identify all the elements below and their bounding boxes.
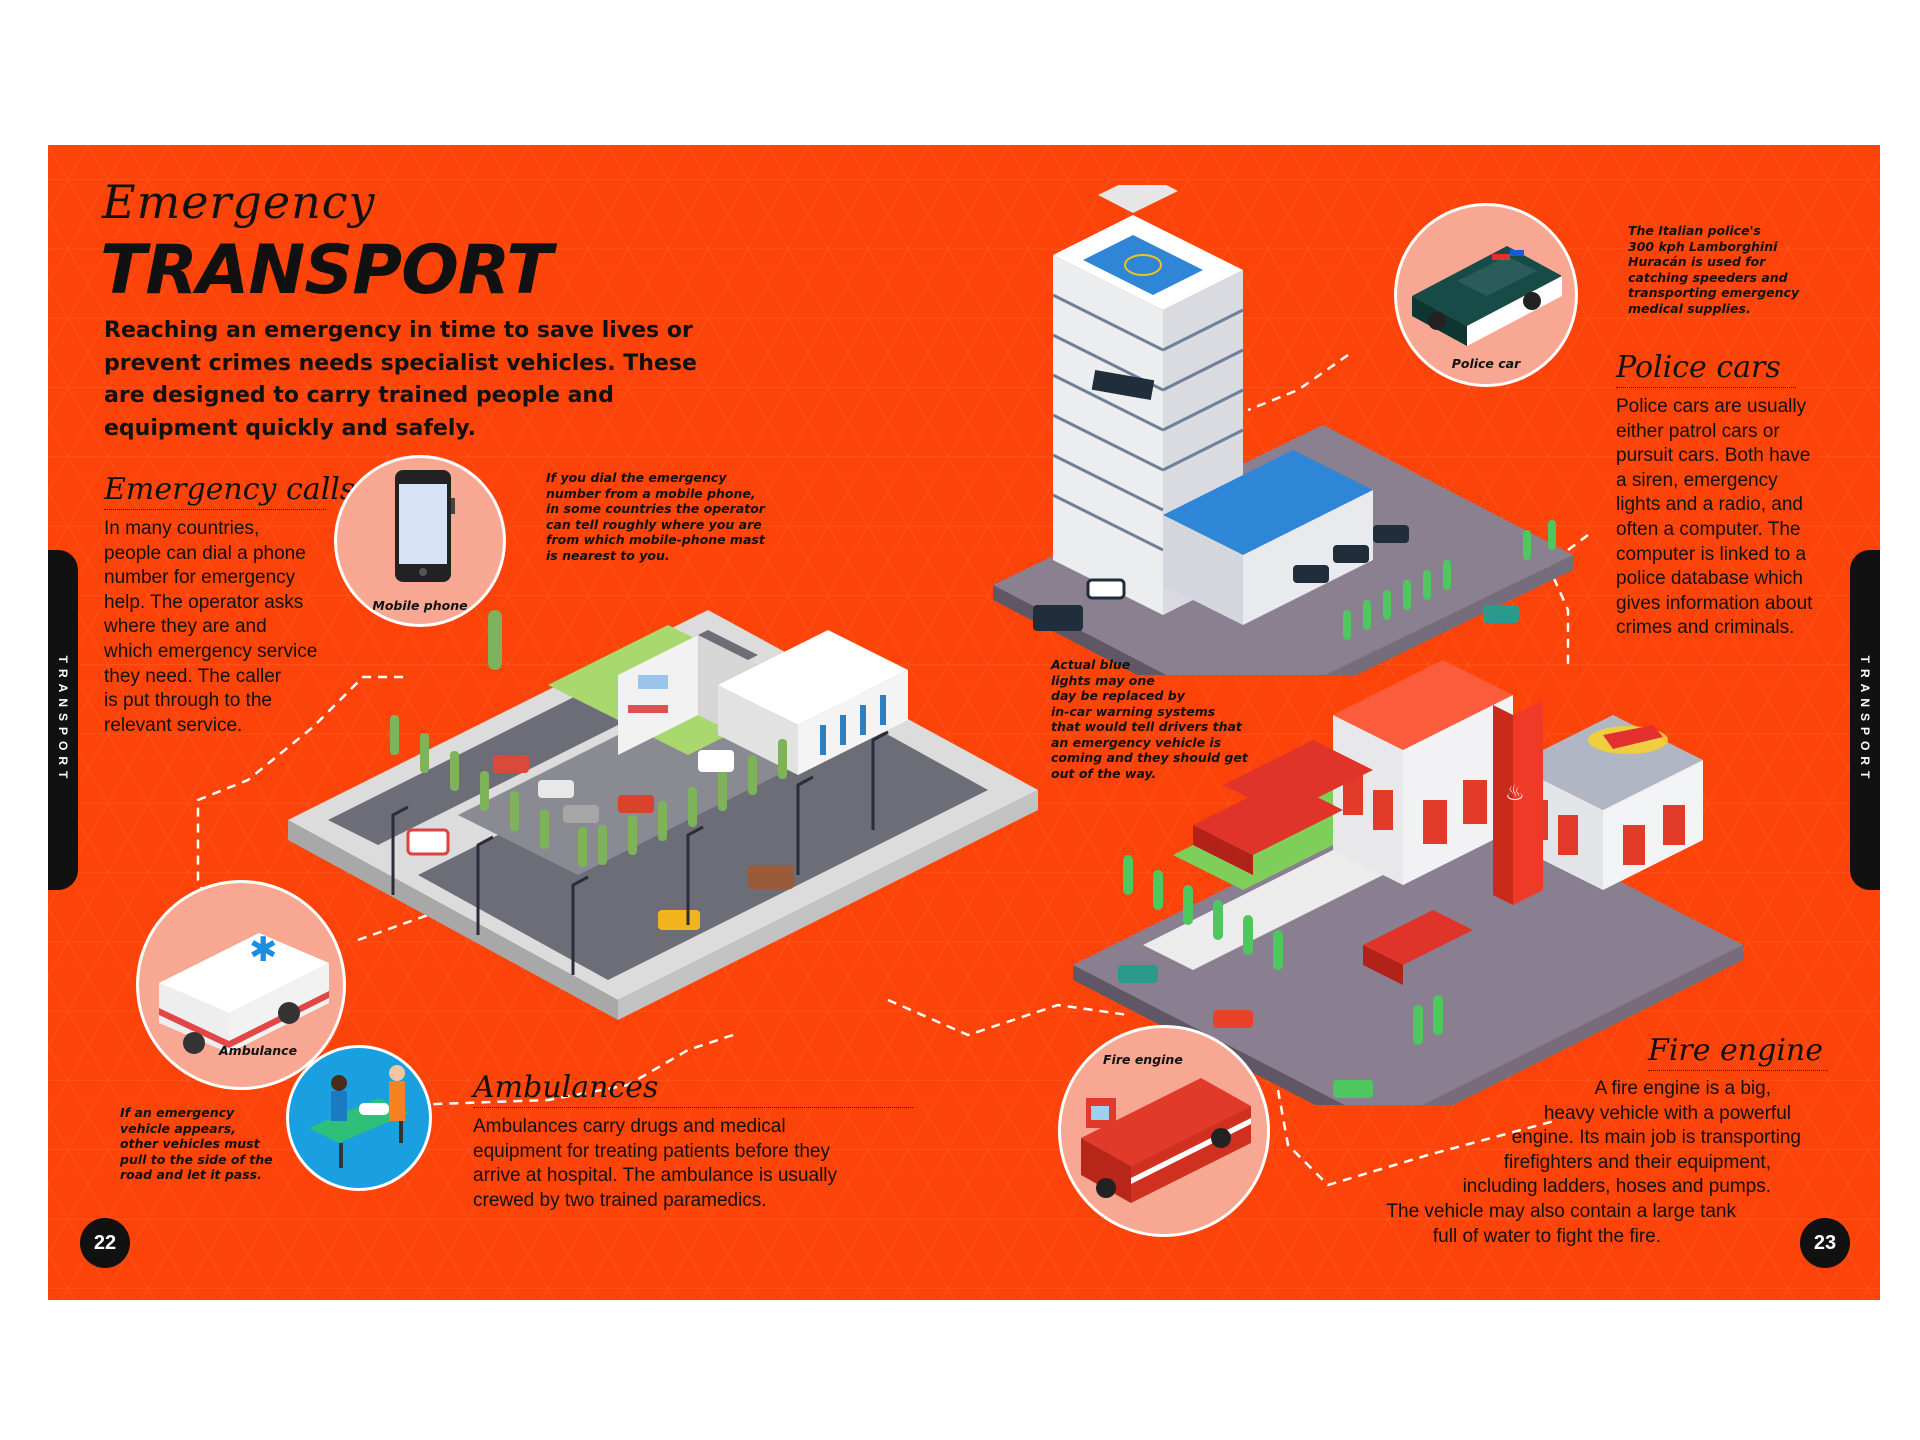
heading-fire-engine: Fire engine: [1648, 1033, 1823, 1068]
intro-paragraph: Reaching an emergency in time to save li…: [104, 318, 697, 441]
label-ambulance: Ambulance: [219, 1043, 298, 1058]
heading-emergency-calls: Emergency calls: [104, 472, 356, 507]
heading-police-cars: Police cars: [1616, 350, 1781, 385]
ambulance-icon: ✱: [159, 930, 329, 1054]
book-spread: Emergency TRANSPORT Reaching an emergenc…: [48, 145, 1880, 1300]
note-phone: If you dial the emergency number from a …: [546, 470, 765, 563]
side-tab-right: TRANSPORT: [1850, 550, 1880, 890]
mobile-phone-icon: [395, 470, 455, 582]
heading-underline: [104, 509, 326, 510]
note-pull-over: If an emergency vehicle appears, other v…: [120, 1105, 273, 1182]
note-lamborghini: The Italian police's 300 kph Lamborghini…: [1628, 223, 1800, 316]
mobile-phone-circle: Mobile phone: [334, 455, 506, 627]
hospital-block-illustration: [288, 610, 1038, 1020]
fire-engine-circle: Fire engine: [1058, 1025, 1270, 1237]
heading-ambulances: Ambulances: [473, 1070, 659, 1105]
svg-text:♨: ♨: [1505, 781, 1525, 806]
police-car-circle: Police car: [1394, 203, 1578, 387]
side-tab-left: TRANSPORT: [48, 550, 78, 890]
ambulance-circle: ✱ Ambulance: [136, 880, 346, 1090]
ambulances-text: Ambulances carry drugs and medical equip…: [473, 1116, 838, 1211]
heading-underline: [1616, 387, 1796, 388]
paramedic-circle: [286, 1045, 432, 1191]
svg-text:✱: ✱: [249, 930, 278, 970]
fire-engine-icon: [1081, 1078, 1251, 1203]
police-text: Police cars are usually either patrol ca…: [1616, 396, 1813, 639]
heading-underline: [473, 1107, 913, 1108]
fire-text: A fire engine is a big, heavy vehicle wi…: [1386, 1078, 1801, 1247]
page-number-left: 22: [80, 1218, 130, 1268]
label-police-car: Police car: [1451, 356, 1521, 371]
paramedics-stretcher-icon: [309, 1065, 409, 1168]
page-number-right: 23: [1800, 1218, 1850, 1268]
police-car-icon: [1412, 246, 1562, 346]
title-script: Emergency: [102, 175, 376, 229]
label-mobile-phone: Mobile phone: [372, 598, 468, 613]
heading-underline: [1648, 1070, 1828, 1071]
police-station-illustration: [993, 185, 1573, 675]
label-fire-engine: Fire engine: [1103, 1052, 1183, 1067]
note-blue-lights: Actual blue lights may one day be replac…: [1051, 657, 1248, 781]
title-main: TRANSPORT: [100, 231, 553, 310]
calls-text: In many countries, people can dial a pho…: [104, 518, 318, 736]
